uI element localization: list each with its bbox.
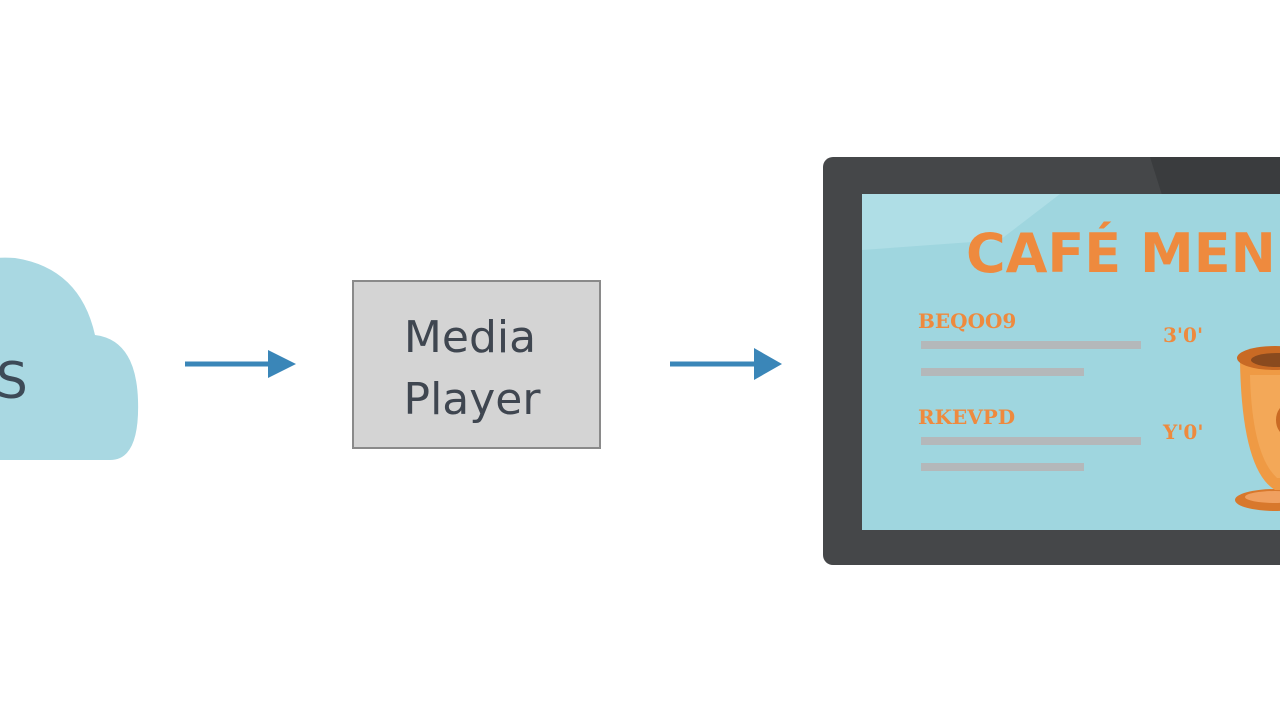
- menu-item-1-price: 3'0': [1163, 323, 1203, 347]
- menu-item-2-subline: [921, 463, 1084, 471]
- menu-item-2-line: [921, 437, 1141, 445]
- cloud-label: S: [0, 352, 28, 410]
- display-screen: [823, 157, 1280, 565]
- menu-title: CAFÉ MEN: [966, 222, 1276, 285]
- player-label-line1: Media: [404, 312, 536, 363]
- player-label-line2: Player: [404, 374, 542, 425]
- menu-item-2-name: RKEVPD: [918, 405, 1015, 429]
- menu-item-2-price: Y'0': [1162, 420, 1203, 444]
- coffee-cup-icon: [1235, 346, 1280, 511]
- menu-item-1-subline: [921, 368, 1084, 376]
- cloud-icon: [0, 257, 139, 460]
- media-player-box: [352, 280, 601, 449]
- arrow-player-to-display: [670, 348, 782, 380]
- arrow-cloud-to-player: [185, 350, 296, 378]
- menu-item-1-line: [921, 341, 1141, 349]
- menu-item-1-name: BEQOO9: [918, 309, 1016, 333]
